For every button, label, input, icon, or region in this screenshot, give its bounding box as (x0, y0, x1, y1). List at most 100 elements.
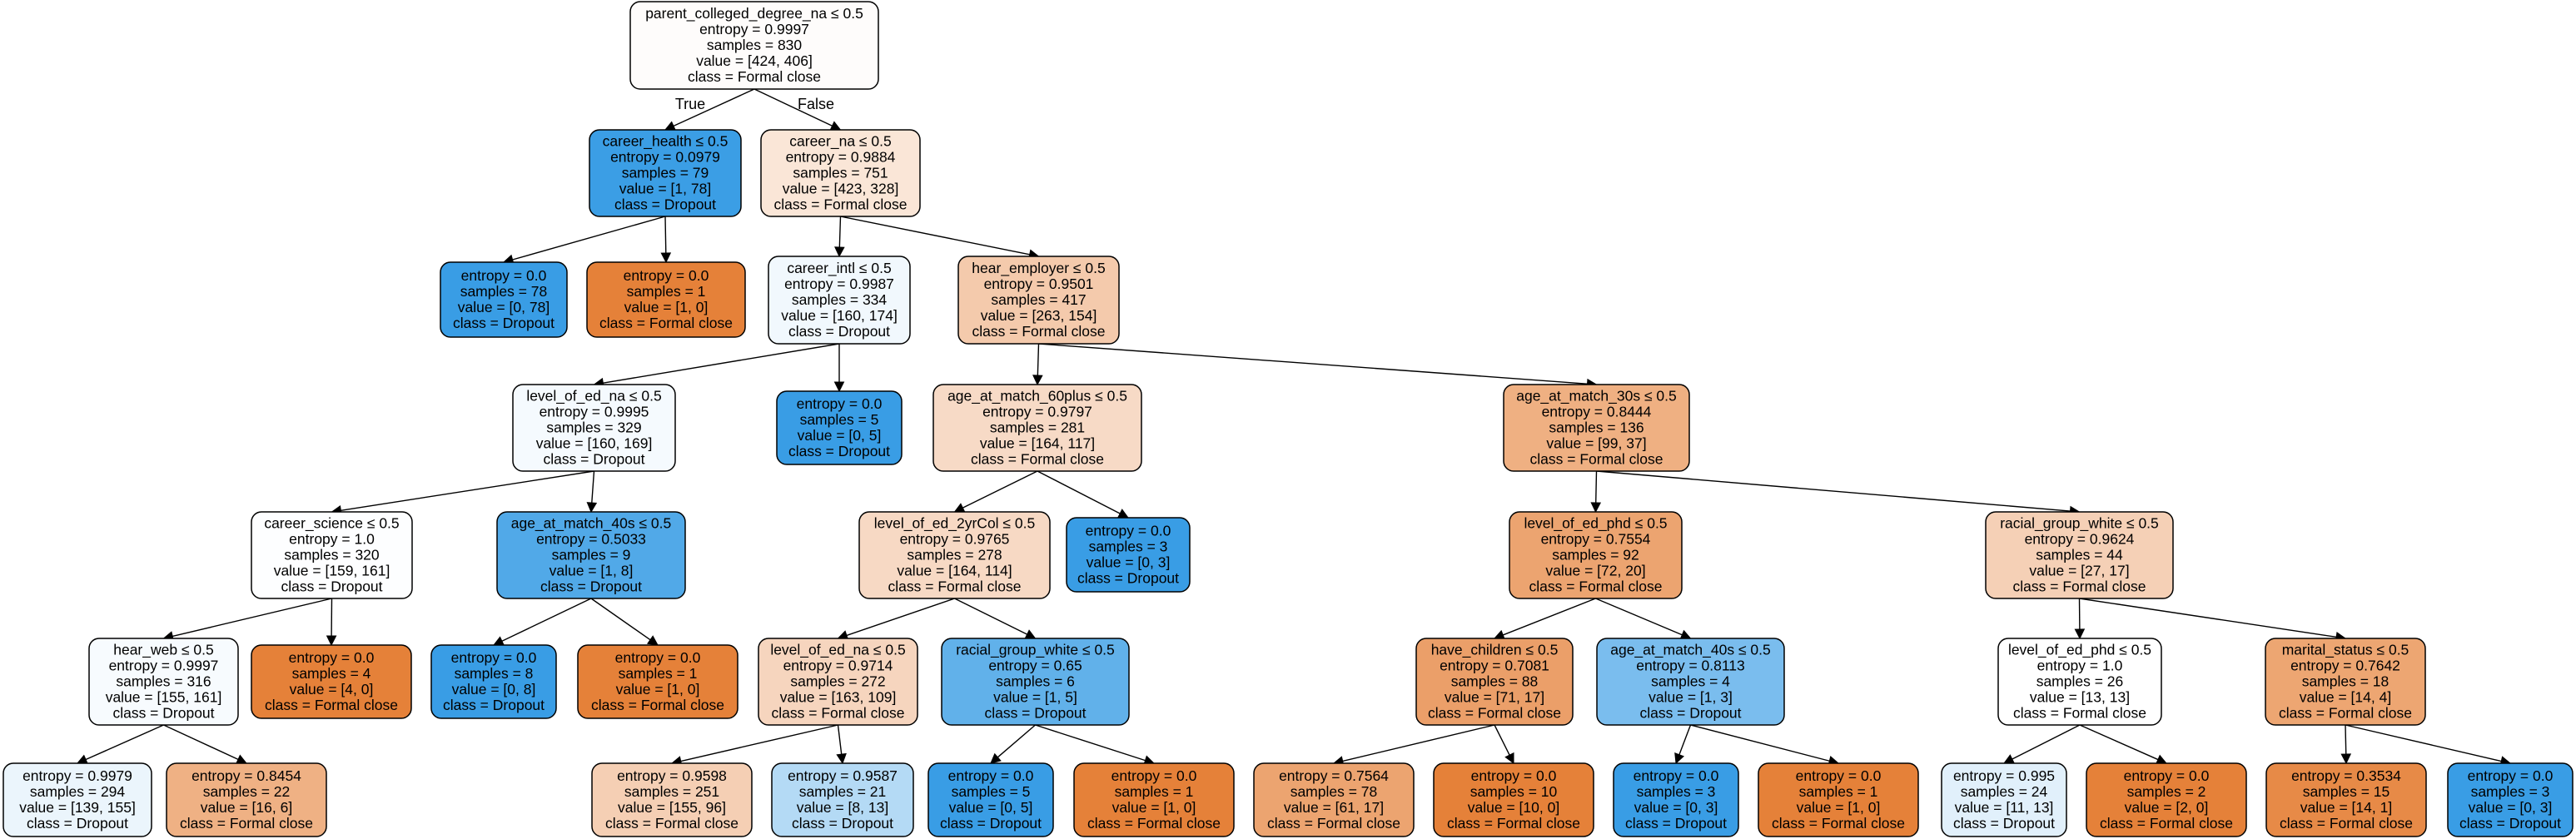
node-text-line: value = [8, 13] (797, 799, 888, 816)
node-text-line: value = [159, 161] (274, 563, 390, 579)
node-box (166, 762, 327, 837)
edge-n15-n23 (1502, 598, 1596, 636)
edge-n17-n27 (85, 724, 164, 761)
node-text-line: class = Formal close (971, 451, 1104, 468)
node-text-line: level_of_ed_phd ≤ 0.5 (2008, 642, 2151, 659)
node-text-line: samples = 3 (1637, 783, 1716, 800)
node-text-line: entropy = 0.8454 (191, 767, 301, 784)
node-text-line: level_of_ed_na ≤ 0.5 (526, 388, 661, 405)
edge-arrowhead (646, 635, 659, 646)
edge-n1-n4 (664, 216, 667, 254)
node-text-line: entropy = 0.9987 (784, 276, 894, 292)
node-text-line: samples = 751 (793, 165, 888, 181)
edge-arrowhead (836, 752, 847, 765)
edge-arrowhead (2155, 754, 2168, 765)
node-text-line: entropy = 0.9587 (788, 767, 898, 784)
edge-n13-n22 (954, 598, 1027, 635)
node-text-line: class = Dropout (1639, 705, 1741, 722)
node-text-line: entropy = 0.9598 (617, 767, 727, 784)
edge-n15-n24 (1595, 598, 1683, 636)
edge-n5-n7 (603, 343, 840, 384)
node-box (1433, 762, 1594, 837)
edge-arrowhead (76, 754, 89, 765)
node-text-line: entropy = 0.0 (615, 649, 701, 666)
node-text-line: age_at_match_30s ≤ 0.5 (1516, 388, 1677, 405)
node-text-line: entropy = 0.9624 (2025, 531, 2135, 548)
node-text-line: class = Formal close (591, 697, 724, 713)
node-box (1503, 384, 1690, 472)
node-box (591, 762, 753, 837)
node-text-line: class = Formal close (1529, 578, 1663, 595)
edge-n17-n28 (163, 724, 239, 761)
edge-root-n1 (673, 88, 755, 127)
node-text-line: value = [2, 0] (2125, 799, 2209, 816)
node-box (577, 644, 738, 719)
edge-label-false: False (798, 96, 834, 112)
node-text-line: class = Dropout (940, 815, 1042, 832)
node-text-line: samples = 22 (203, 783, 291, 800)
node-text-line: samples = 1 (619, 665, 698, 682)
node-text-line: value = [0, 78] (458, 299, 550, 315)
node-box (768, 256, 911, 345)
node-text-line: age_at_match_40s ≤ 0.5 (1610, 642, 1771, 659)
node-text-line: entropy = 0.0 (2468, 767, 2554, 784)
node-text-line: class = Formal close (972, 323, 1106, 340)
node-text-line: racial_group_white ≤ 0.5 (2000, 515, 2159, 533)
node-text-line: parent_colleged_degree_na ≤ 0.5 (645, 5, 863, 22)
node-text-line: value = [423, 328] (783, 181, 899, 197)
node-text-line: value = [163, 109] (780, 689, 897, 706)
node-box (858, 511, 1051, 599)
edge-arrowhead (990, 752, 1002, 764)
edge-n26-n39 (2345, 724, 2347, 755)
node-text-line: entropy = 0.9765 (900, 531, 1010, 548)
node-text-line: age_at_match_40s ≤ 0.5 (511, 515, 672, 533)
node-text-line: class = Formal close (1087, 815, 1221, 832)
edge-arrowhead (235, 754, 248, 764)
node-text-line: samples = 251 (624, 783, 719, 800)
edge-arrowhead (1504, 752, 1514, 764)
node-box (2265, 638, 2426, 726)
node-text-line: entropy = 0.5033 (536, 531, 646, 548)
node-box (251, 511, 413, 599)
node-text-line: entropy = 0.9979 (22, 767, 132, 784)
edge-n22-n32 (1035, 724, 1146, 762)
edge-arrowhead (2074, 628, 2086, 640)
edge-n10-n15 (1595, 470, 1598, 504)
node-text-line: class = Formal close (605, 815, 738, 832)
node-text-line: entropy = 0.0979 (610, 149, 720, 166)
node-text-line: level_of_ed_na ≤ 0.5 (770, 642, 905, 659)
node-text-line: entropy = 0.995 (1953, 767, 2055, 784)
node-text-line: value = [0, 8] (452, 681, 536, 698)
node-text-line: samples = 21 (799, 783, 887, 800)
node-box (760, 129, 921, 217)
node-text-line: value = [14, 1] (2300, 799, 2392, 816)
node-text-line: value = [11, 13] (1955, 799, 2054, 816)
edge-arrowhead (492, 636, 505, 646)
node-text-line: class = Formal close (1447, 815, 1580, 832)
node-text-line: class = Dropout (2459, 815, 2561, 832)
edge-n16-n26 (2079, 598, 2337, 638)
node-box (927, 762, 1054, 837)
edge-n23-n33 (1342, 724, 1495, 762)
edge-n1-n3 (512, 216, 666, 261)
edge-n13-n21 (846, 598, 955, 637)
node-text-line: have_children ≤ 0.5 (1431, 642, 1559, 659)
node-box (440, 261, 568, 338)
node-text-line: level_of_ed_phd ≤ 0.5 (1524, 515, 1667, 533)
node-text-line: entropy = 0.9501 (984, 276, 1094, 292)
node-text-line: value = [160, 169] (536, 435, 653, 452)
node-text-line: class = Dropout (984, 705, 1086, 722)
node-text-line: value = [160, 174] (781, 307, 898, 324)
node-text-line: class = Dropout (1077, 570, 1179, 587)
